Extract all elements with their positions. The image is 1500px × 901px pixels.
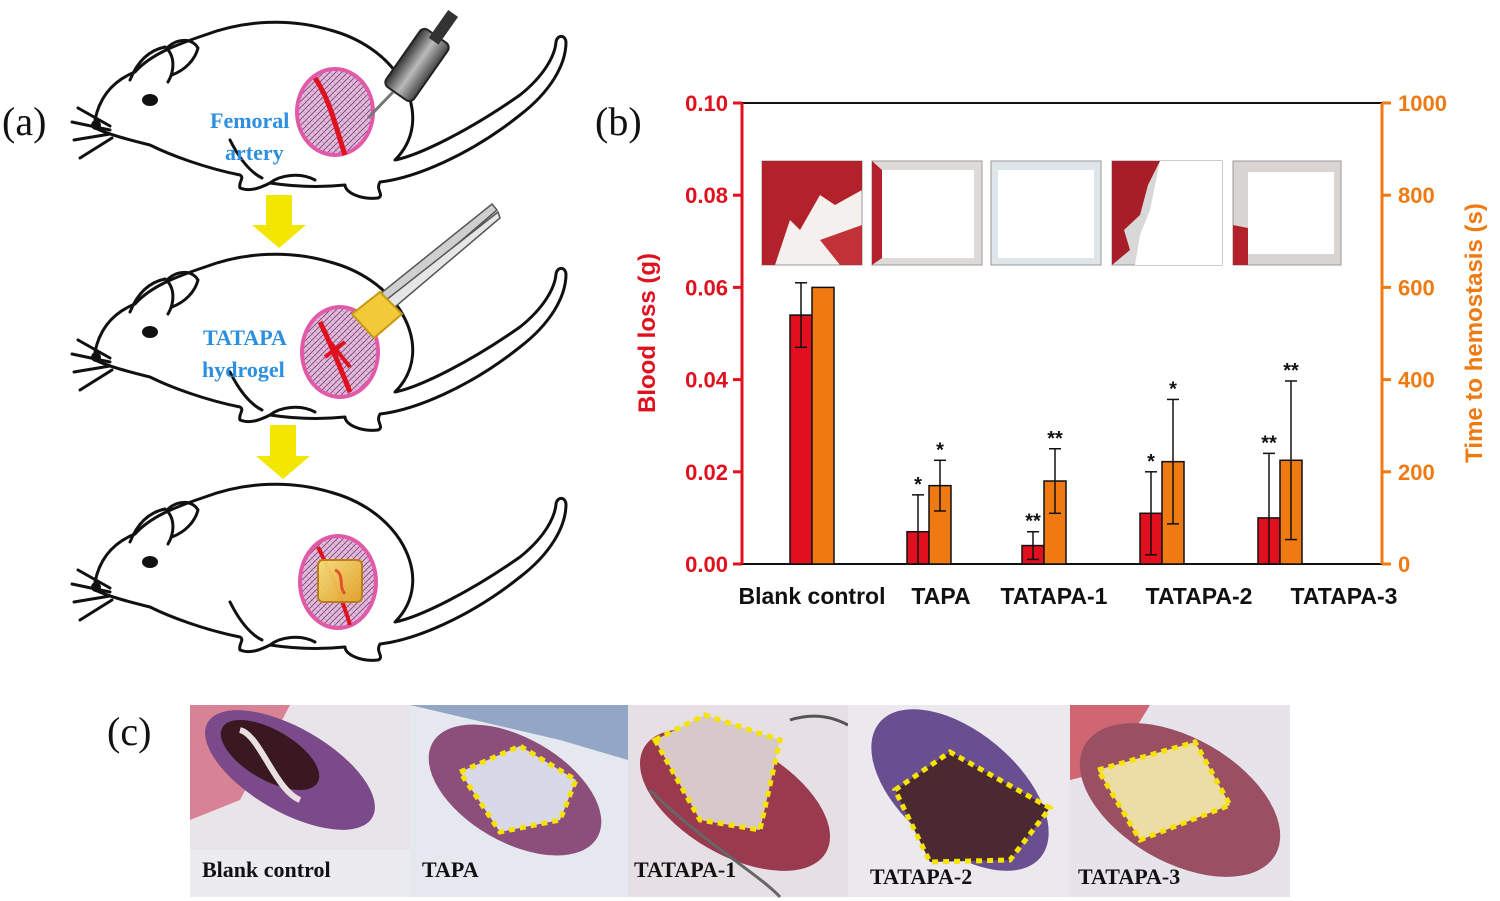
femoral-artery-mark <box>312 76 348 156</box>
tweezers-icon <box>350 202 501 340</box>
x-category-label: TAPA <box>911 583 970 609</box>
panel-label-a: (a) <box>2 99 46 144</box>
significance-time-to-hemostasis: ** <box>1047 428 1063 450</box>
wound-photo-label-tatapa-2: TATAPA-2 <box>870 864 972 889</box>
sample-photo-tatapa-2 <box>1111 160 1223 266</box>
panel-label-c: (c) <box>107 709 151 754</box>
bar-blood-loss <box>789 314 813 565</box>
hydrogel-outline-tatapa-2 <box>891 749 1054 865</box>
significance-time-to-hemostasis: ** <box>1283 360 1299 382</box>
hydrogel-piece <box>350 290 404 340</box>
wound-photo-tatapa-3: TATAPA-3 <box>1070 705 1290 897</box>
femoral-label-line2: artery <box>225 140 284 165</box>
significance-blood-loss: * <box>1147 451 1155 473</box>
x-category-label: TATAPA-2 <box>1146 583 1253 609</box>
left-ticks: 0.00 0.02 0.04 0.06 0.08 0.10 <box>685 91 742 577</box>
right-tick-label: 800 <box>1398 183 1435 208</box>
wound-photo-tapa: TAPA <box>410 705 628 897</box>
arrow-down-icon-2 <box>256 425 310 479</box>
hydrogel-outline-tapa <box>456 743 580 835</box>
sample-photos <box>761 160 1342 266</box>
left-tick-label: 0.10 <box>685 91 728 116</box>
sample-photo-blank <box>761 160 863 266</box>
left-tick-label: 0.02 <box>685 460 728 485</box>
panel-c: (c) Blank control TAPA TATAPA-1 <box>107 705 1290 899</box>
right-tick-label: 1000 <box>1398 91 1447 116</box>
left-tick-label: 0.08 <box>685 183 728 208</box>
wound-photo-label-blank: Blank control <box>202 857 331 882</box>
x-category-label: Blank control <box>739 583 886 609</box>
hydrogel-label-line2: hydrogel <box>202 357 285 382</box>
y-axis-right-title: Time to hemostasis (s) <box>1461 203 1488 463</box>
rat-step-1: Femoral artery <box>70 9 568 200</box>
right-tick-label: 600 <box>1398 275 1435 300</box>
left-tick-label: 0.04 <box>685 368 729 393</box>
panel-label-b: (b) <box>595 99 642 144</box>
arrow-down-icon-1 <box>252 195 306 248</box>
hydrogel-outline-tatapa-1 <box>651 712 783 833</box>
wound-photo-tatapa-1: TATAPA-1 <box>628 705 849 899</box>
sample-photo-tatapa-1 <box>990 160 1102 266</box>
syringe-icon <box>366 9 459 120</box>
femoral-label-line1: Femoral <box>210 108 289 133</box>
x-category-label: TATAPA-3 <box>1291 583 1398 609</box>
sample-photo-tatapa-3 <box>1232 160 1342 266</box>
wound-photo-tatapa-2: TATAPA-2 <box>848 705 1070 897</box>
femoral-wound <box>295 67 375 157</box>
hydrogel-outline-tatapa-3 <box>1094 739 1234 844</box>
sample-photo-tapa <box>871 160 983 266</box>
significance-time-to-hemostasis: * <box>936 439 944 461</box>
significance-blood-loss: ** <box>1261 432 1277 454</box>
hydrogel-label-line1: TATAPA <box>203 325 287 350</box>
left-tick-label: 0.06 <box>685 275 728 300</box>
panel-a: (a) Femoral artery <box>2 9 568 662</box>
wound-photo-label-tatapa-3: TATAPA-3 <box>1078 864 1180 889</box>
rat-step-2: TATAPA hydrogel <box>70 202 568 432</box>
wound-photo-label-tapa: TAPA <box>422 857 479 882</box>
panel-b: (b) 0.00 0.02 0.04 0.06 0.08 0.10 0 200 400 600 8… <box>595 91 1488 609</box>
rat-step-3 <box>70 482 568 662</box>
significance-blood-loss: * <box>914 474 922 496</box>
y-axis-left-title: Blood loss (g) <box>634 253 661 413</box>
significance-time-to-hemostasis: * <box>1169 378 1177 400</box>
significance-blood-loss: ** <box>1025 511 1041 533</box>
right-tick-label: 200 <box>1398 460 1435 485</box>
bar-time-to-hemostasis <box>811 286 835 565</box>
wound-photo-blank: Blank control <box>190 705 410 897</box>
bars-group: ************ <box>789 282 1303 565</box>
wound-photo-label-tatapa-1: TATAPA-1 <box>634 857 736 882</box>
left-tick-label: 0.00 <box>685 552 728 577</box>
right-ticks: 0 200 400 600 800 1000 <box>1382 91 1447 577</box>
x-category-label: TATAPA-1 <box>1001 583 1108 609</box>
right-tick-label: 0 <box>1398 552 1410 577</box>
right-tick-label: 400 <box>1398 368 1435 393</box>
category-labels: Blank control TAPA TATAPA-1 TATAPA-2 TATAPA-… <box>739 583 1398 609</box>
